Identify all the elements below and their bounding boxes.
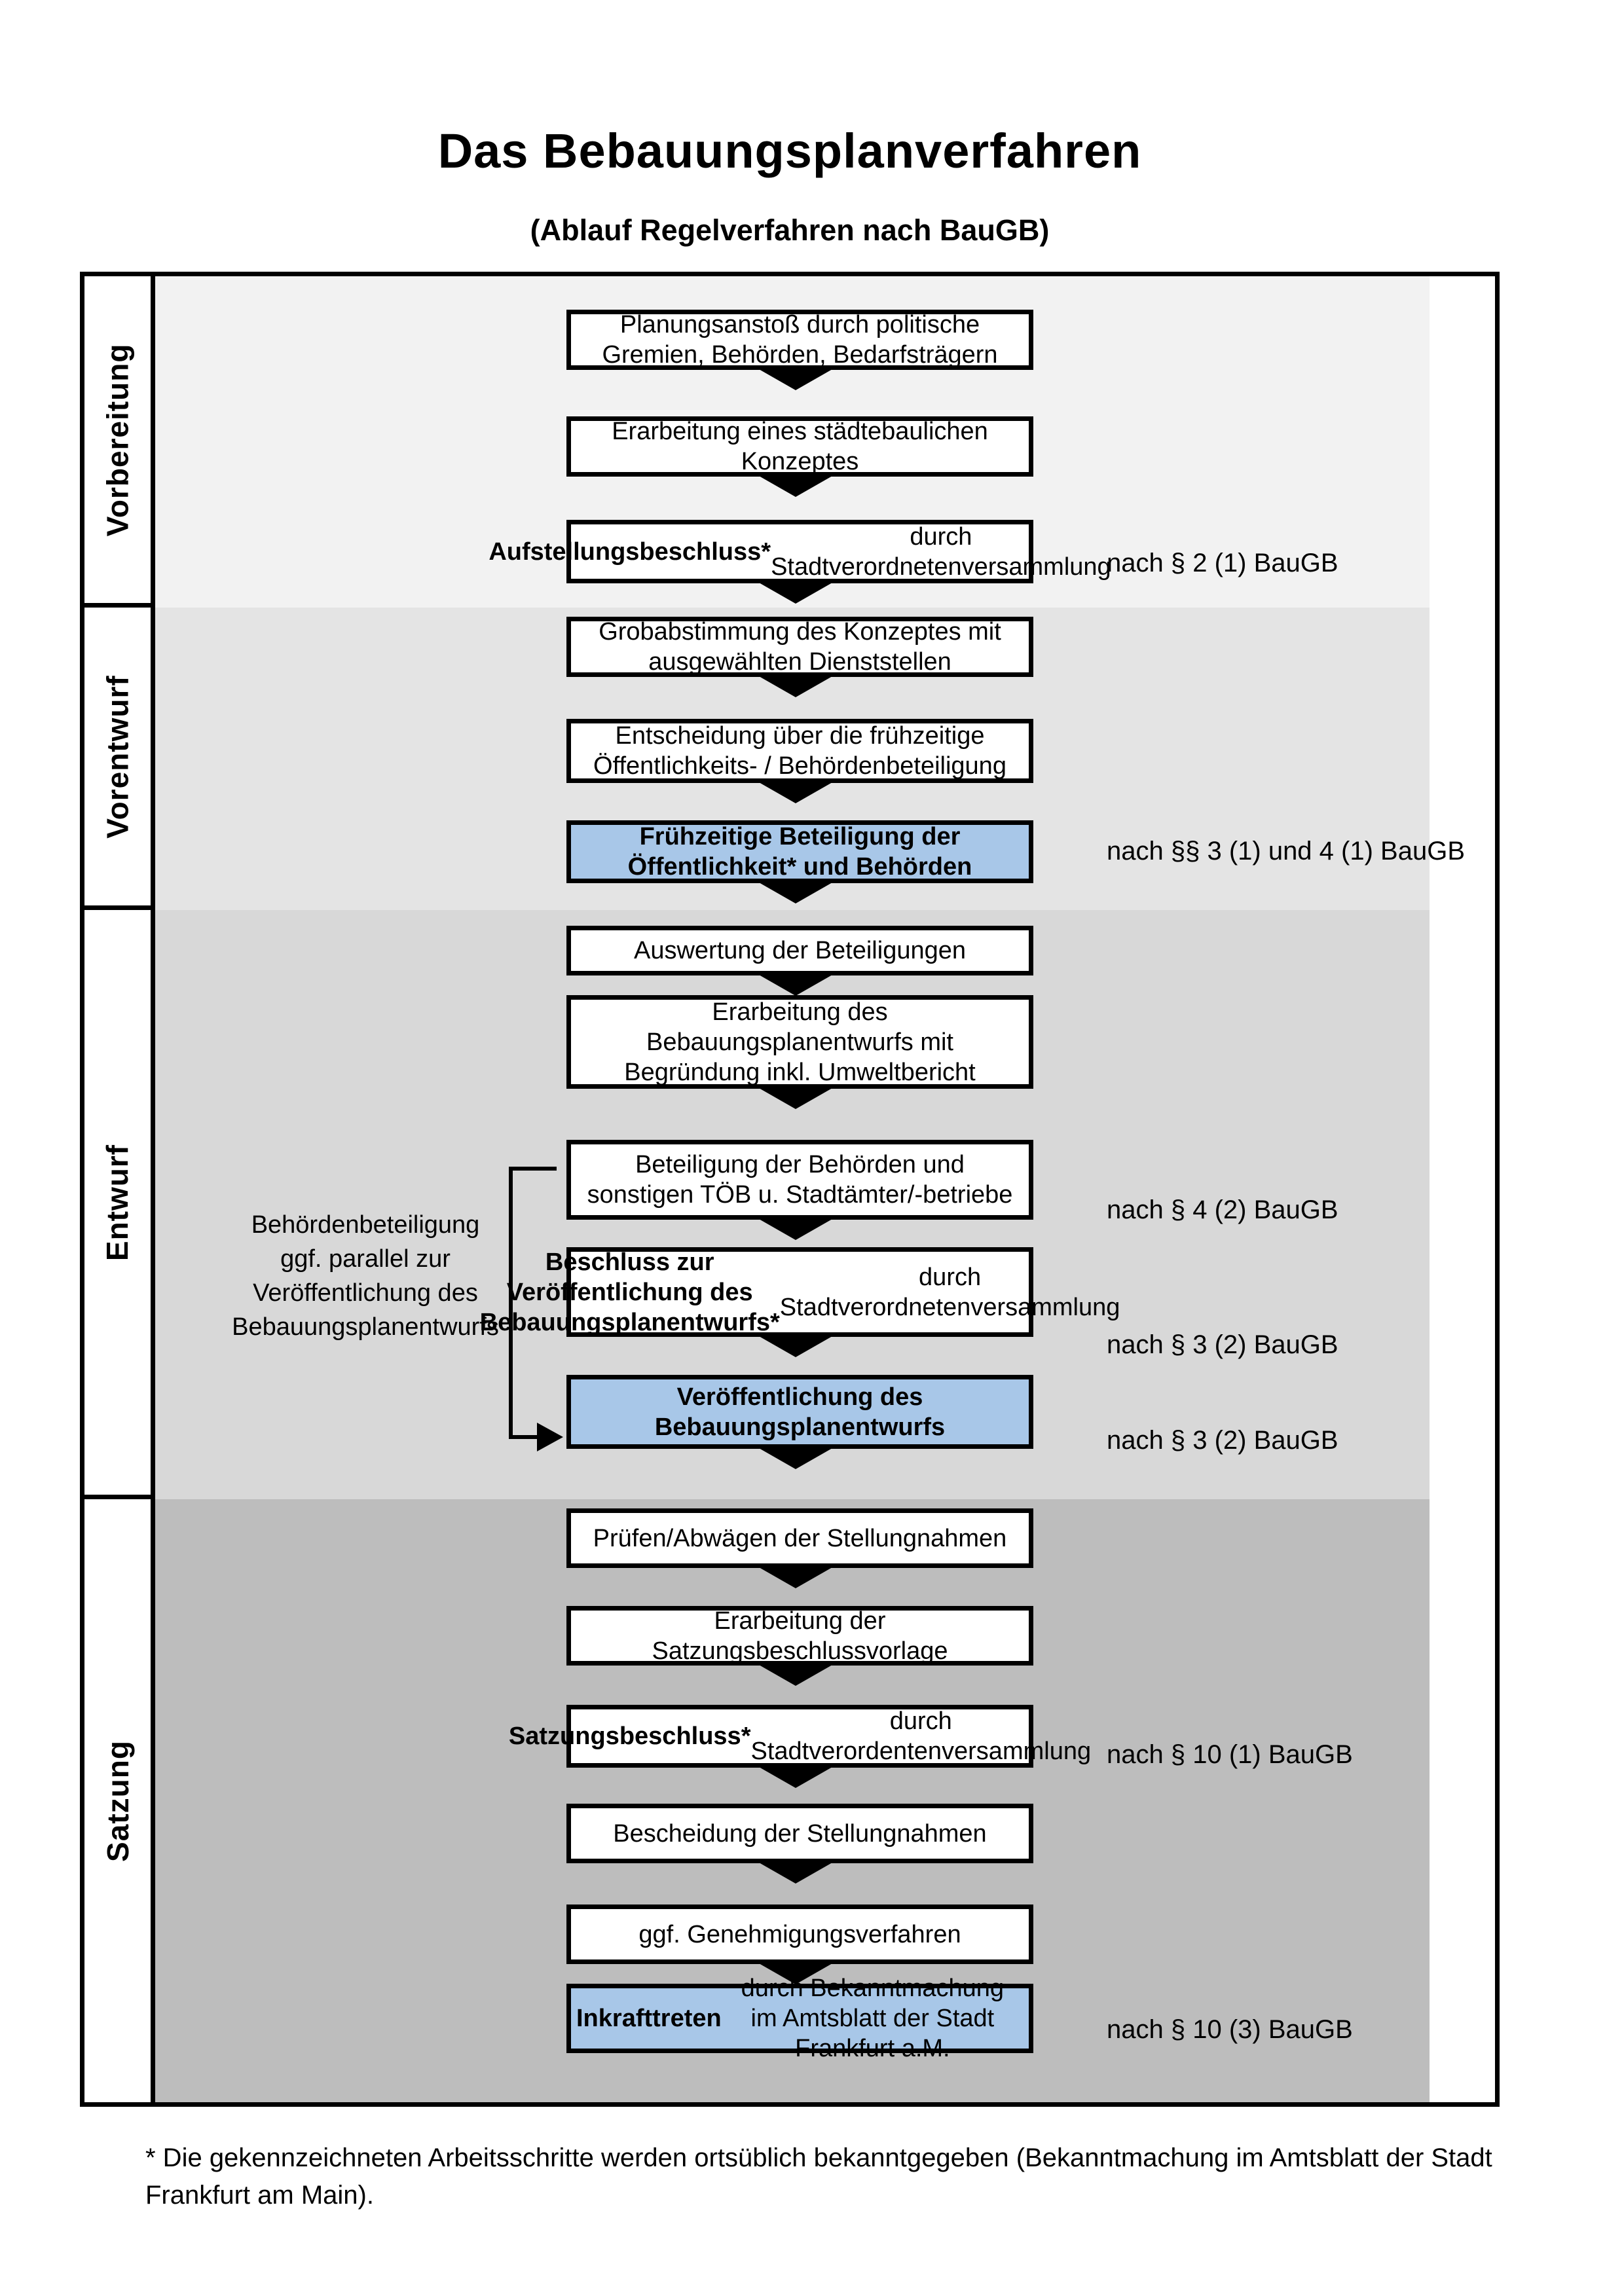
flow-arrow-down-icon — [754, 1085, 837, 1109]
phase-label-satzung: Satzung — [100, 1740, 135, 1862]
flow-arrow-down-icon — [754, 1334, 837, 1357]
legal-reference: nach § 10 (1) BauGB — [1107, 1740, 1353, 1769]
flow-arrow-down-icon — [754, 674, 837, 697]
flow-arrow-down-icon — [754, 473, 837, 497]
legal-reference: nach § 3 (2) BauGB — [1107, 1426, 1338, 1455]
flow-arrow-down-icon — [754, 1764, 837, 1788]
phase-cell-entwurf: Entwurf — [84, 910, 151, 1499]
parallel-connector-arrow-icon — [537, 1423, 563, 1451]
flow-box-genehmigungsverfahren: ggf. Genehmigungsverfahren — [566, 1904, 1033, 1964]
flow-arrow-down-icon — [754, 972, 837, 996]
flow-box-planungsanstoss: Planungsanstoß durch politische Gremien,… — [566, 310, 1033, 370]
flow-arrow-down-icon — [754, 1961, 837, 1984]
flow-arrow-down-icon — [754, 1662, 837, 1686]
phase-label-vorbereitung: Vorbereitung — [100, 343, 135, 536]
flow-box-entscheidung-fruehzeitige-beteiligung: Entscheidung über die frühzeitige Öffent… — [566, 719, 1033, 783]
flow-box-aufstellungsbeschluss: Aufstellungsbeschluss* durch Stadtverord… — [489, 520, 1111, 583]
flow-box-inkrafttreten: Inkrafttreten durch Bekanntmachung im Am… — [566, 1975, 1033, 2062]
footnote: * Die gekennzeichneten Arbeitsschritte w… — [145, 2143, 1492, 2210]
flow-box-satzungsbeschluss: Satzungsbeschluss* durch Stadtverordente… — [509, 1705, 1091, 1768]
page-subtitle: (Ablauf Regelverfahren nach BauGB) — [530, 213, 1050, 247]
flow-box-beschluss-veroeffentlichung: Beschluss zur Veröffentlichung des Bebau… — [479, 1247, 1120, 1337]
legal-reference: nach § 4 (2) BauGB — [1107, 1195, 1338, 1224]
legal-reference: nach § 10 (3) BauGB — [1107, 2015, 1353, 2044]
phase-cell-vorbereitung: Vorbereitung — [84, 276, 151, 608]
flow-box-erarbeitung-bebauungsplanentwurf: Erarbeitung des Bebauungsplanentwurfs mi… — [566, 995, 1033, 1089]
flow-box-grobabstimmung: Grobabstimmung des Konzeptes mit ausgewä… — [566, 617, 1033, 677]
flow-arrow-down-icon — [754, 580, 837, 604]
flow-box-veroeffentlichung-entwurf: Veröffentlichung des Bebauungsplanentwur… — [566, 1375, 1033, 1449]
phase-cell-satzung: Satzung — [84, 1499, 151, 2102]
parallel-connector-line — [509, 1435, 538, 1439]
page-title: Das Bebauungsplanverfahren — [437, 124, 1142, 178]
flow-box-auswertung-beteiligungen: Auswertung der Beteiligungen — [566, 926, 1033, 975]
phase-label-vorentwurf: Vorentwurf — [100, 674, 135, 839]
flow-arrow-down-icon — [754, 1565, 837, 1588]
phase-label-column: Vorbereitung Vorentwurf Entwurf Satzung — [84, 276, 155, 2102]
flow-box-satzungsbeschlussvorlage: Erarbeitung der Satzungsbeschlussvorlage — [566, 1606, 1033, 1666]
parallel-connector-line — [509, 1167, 557, 1171]
flow-arrow-down-icon — [754, 1860, 837, 1884]
flow-box-pruefen-abwaegen-stellungnahmen: Prüfen/Abwägen der Stellungnahmen — [566, 1508, 1033, 1568]
legal-reference: nach § 2 (1) BauGB — [1107, 549, 1338, 577]
parallel-connector-line — [509, 1167, 513, 1439]
flow-arrow-down-icon — [754, 1446, 837, 1469]
flow-arrow-down-icon — [754, 1216, 837, 1240]
flow-arrow-down-icon — [754, 780, 837, 803]
legal-reference: nach §§ 3 (1) und 4 (1) BauGB — [1107, 837, 1465, 866]
flow-box-beteiligung-behoerden-toeb: Beteiligung der Behörden und sonstigen T… — [566, 1140, 1033, 1220]
parallel-procedure-note: Behördenbeteiligung ggf. parallel zur Ve… — [232, 1211, 499, 1341]
phase-label-entwurf: Entwurf — [100, 1144, 135, 1261]
legal-reference: nach § 3 (2) BauGB — [1107, 1330, 1338, 1359]
flow-box-staedtebauliches-konzept: Erarbeitung eines städtebaulichen Konzep… — [566, 416, 1033, 477]
phase-cell-vorentwurf: Vorentwurf — [84, 608, 151, 910]
flow-arrow-down-icon — [754, 367, 837, 390]
flow-box-fruehzeitige-beteiligung: Frühzeitige Beteiligung der Öffentlichke… — [566, 820, 1033, 883]
flow-box-bescheidung-stellungnahmen: Bescheidung der Stellungnahmen — [566, 1804, 1033, 1863]
flow-arrow-down-icon — [754, 880, 837, 903]
